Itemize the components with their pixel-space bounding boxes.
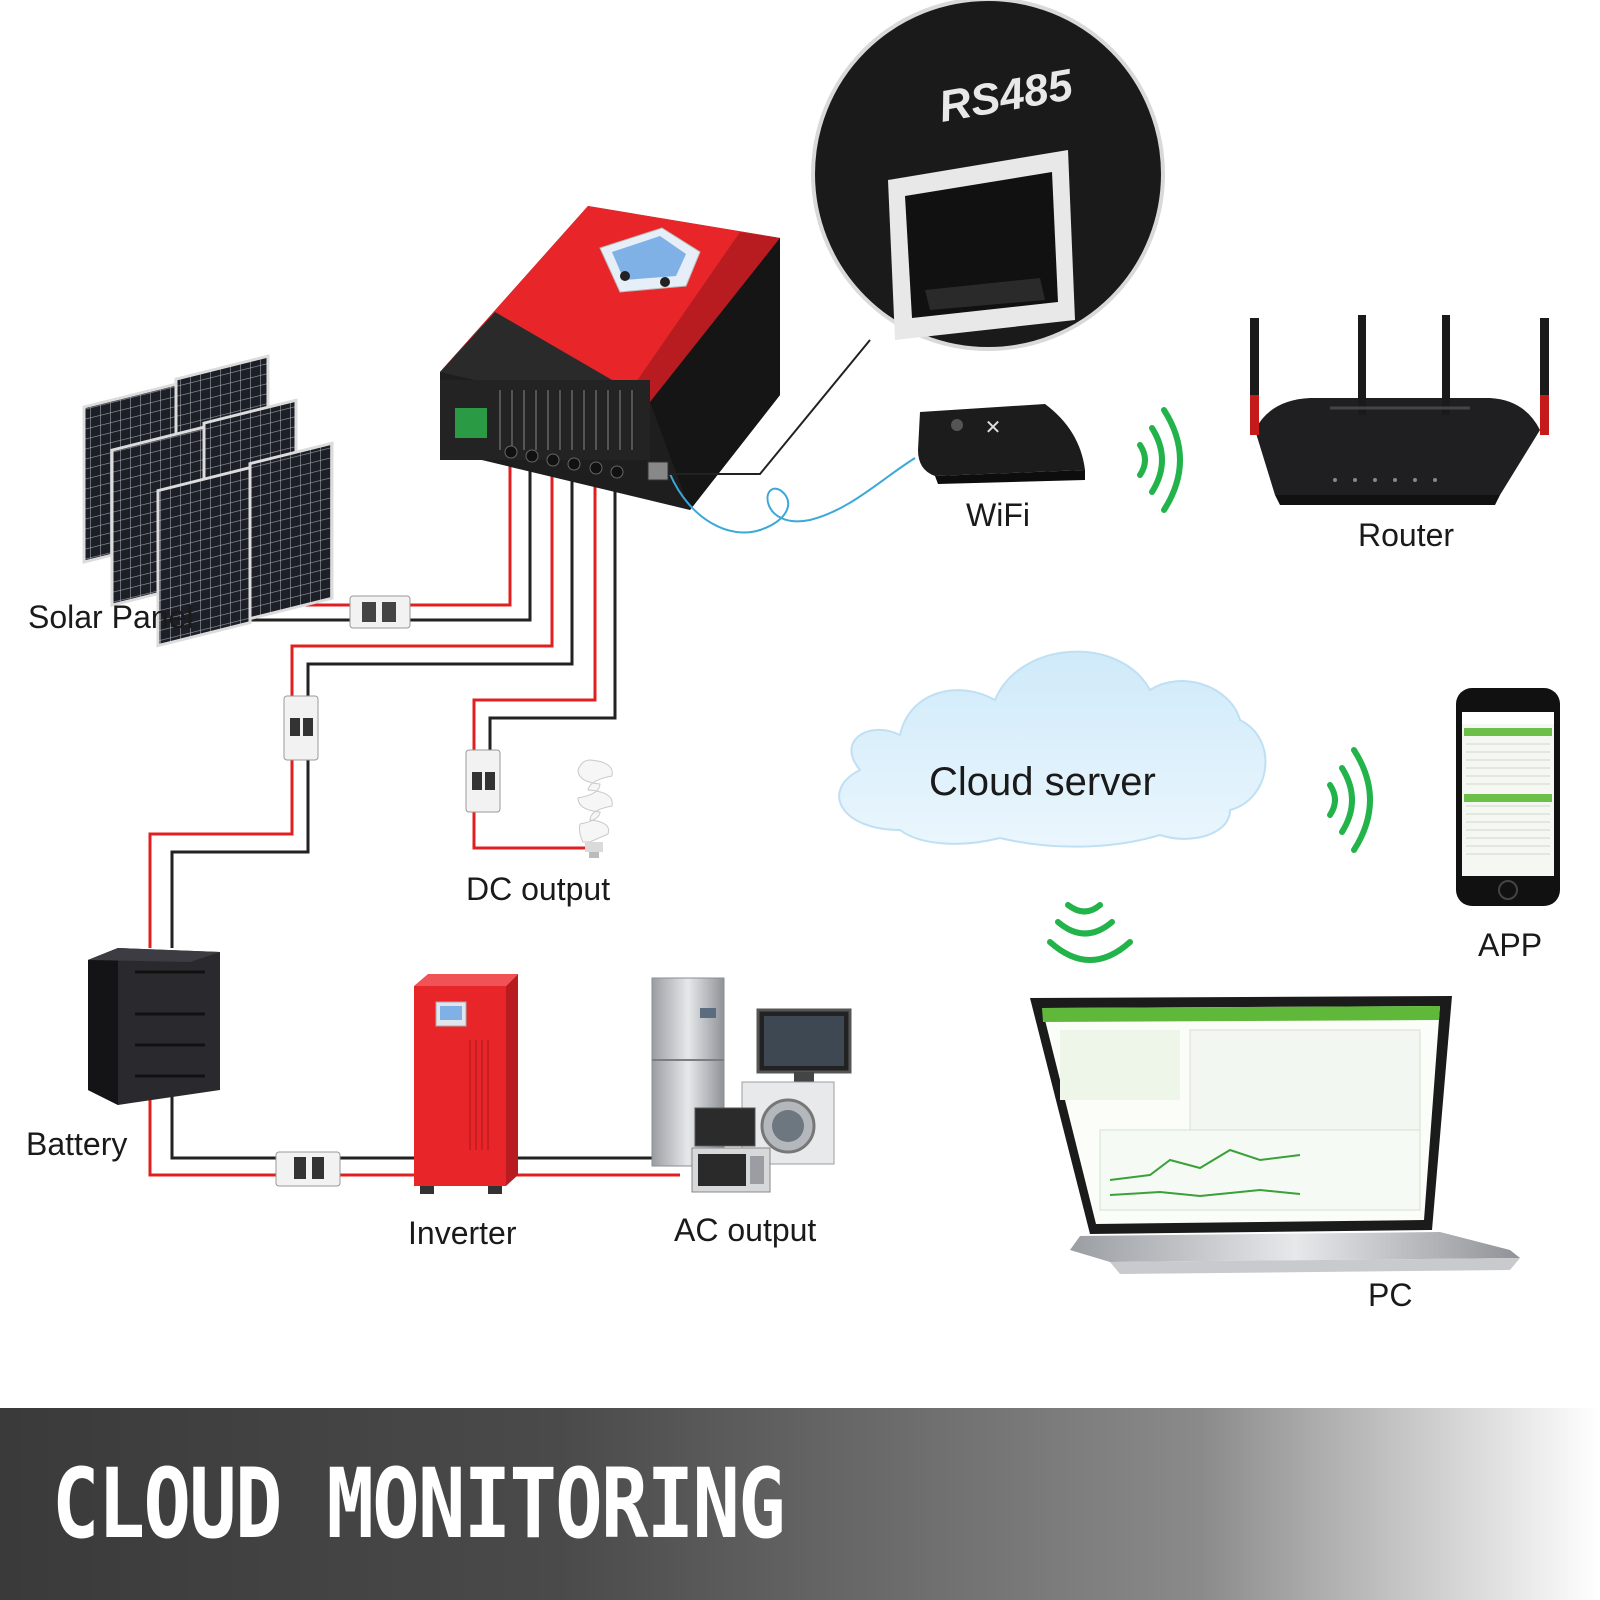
rs485-port-zoom: RS485 bbox=[811, 0, 1165, 351]
ac-output-label: AC output bbox=[674, 1212, 816, 1248]
dc-bulb-image bbox=[577, 759, 613, 858]
cloud-server-label: Cloud server bbox=[929, 760, 1156, 804]
breaker-solar bbox=[349, 595, 411, 629]
ac-appliances-image bbox=[651, 977, 852, 1193]
router-label: Router bbox=[1358, 517, 1454, 553]
inverter-label: Inverter bbox=[408, 1215, 517, 1251]
phone-app-image bbox=[1456, 688, 1560, 906]
solar-panel-image bbox=[82, 354, 334, 648]
breaker-battery bbox=[283, 695, 319, 761]
banner-title: CLOUD MONITORING bbox=[52, 1448, 786, 1560]
breaker-inverter bbox=[275, 1151, 341, 1187]
router-image bbox=[1250, 315, 1549, 505]
svg-text:✕: ✕ bbox=[985, 415, 1002, 439]
pc-label: PC bbox=[1368, 1277, 1412, 1313]
battery-label: Battery bbox=[26, 1126, 127, 1162]
breaker-dc bbox=[465, 749, 501, 813]
app-label: APP bbox=[1478, 927, 1542, 963]
mppt-controller-image bbox=[440, 206, 780, 510]
wifi-signal-icon bbox=[1137, 407, 1183, 513]
inverter-image bbox=[414, 974, 518, 1194]
data-cable bbox=[669, 457, 916, 534]
laptop-image bbox=[1030, 996, 1520, 1274]
cloud-image bbox=[838, 650, 1267, 848]
battery-image bbox=[88, 948, 220, 1105]
footer-banner: CLOUD MONITORING bbox=[0, 1408, 1600, 1600]
dc-output-label: DC output bbox=[466, 871, 610, 907]
wifi-label: WiFi bbox=[966, 497, 1030, 533]
solar-panel-label: Solar Panel bbox=[28, 599, 193, 635]
app-signal-icon bbox=[1327, 747, 1373, 853]
pc-signal-icon bbox=[1047, 902, 1133, 963]
wifi-module-image: ✕ bbox=[918, 404, 1085, 484]
